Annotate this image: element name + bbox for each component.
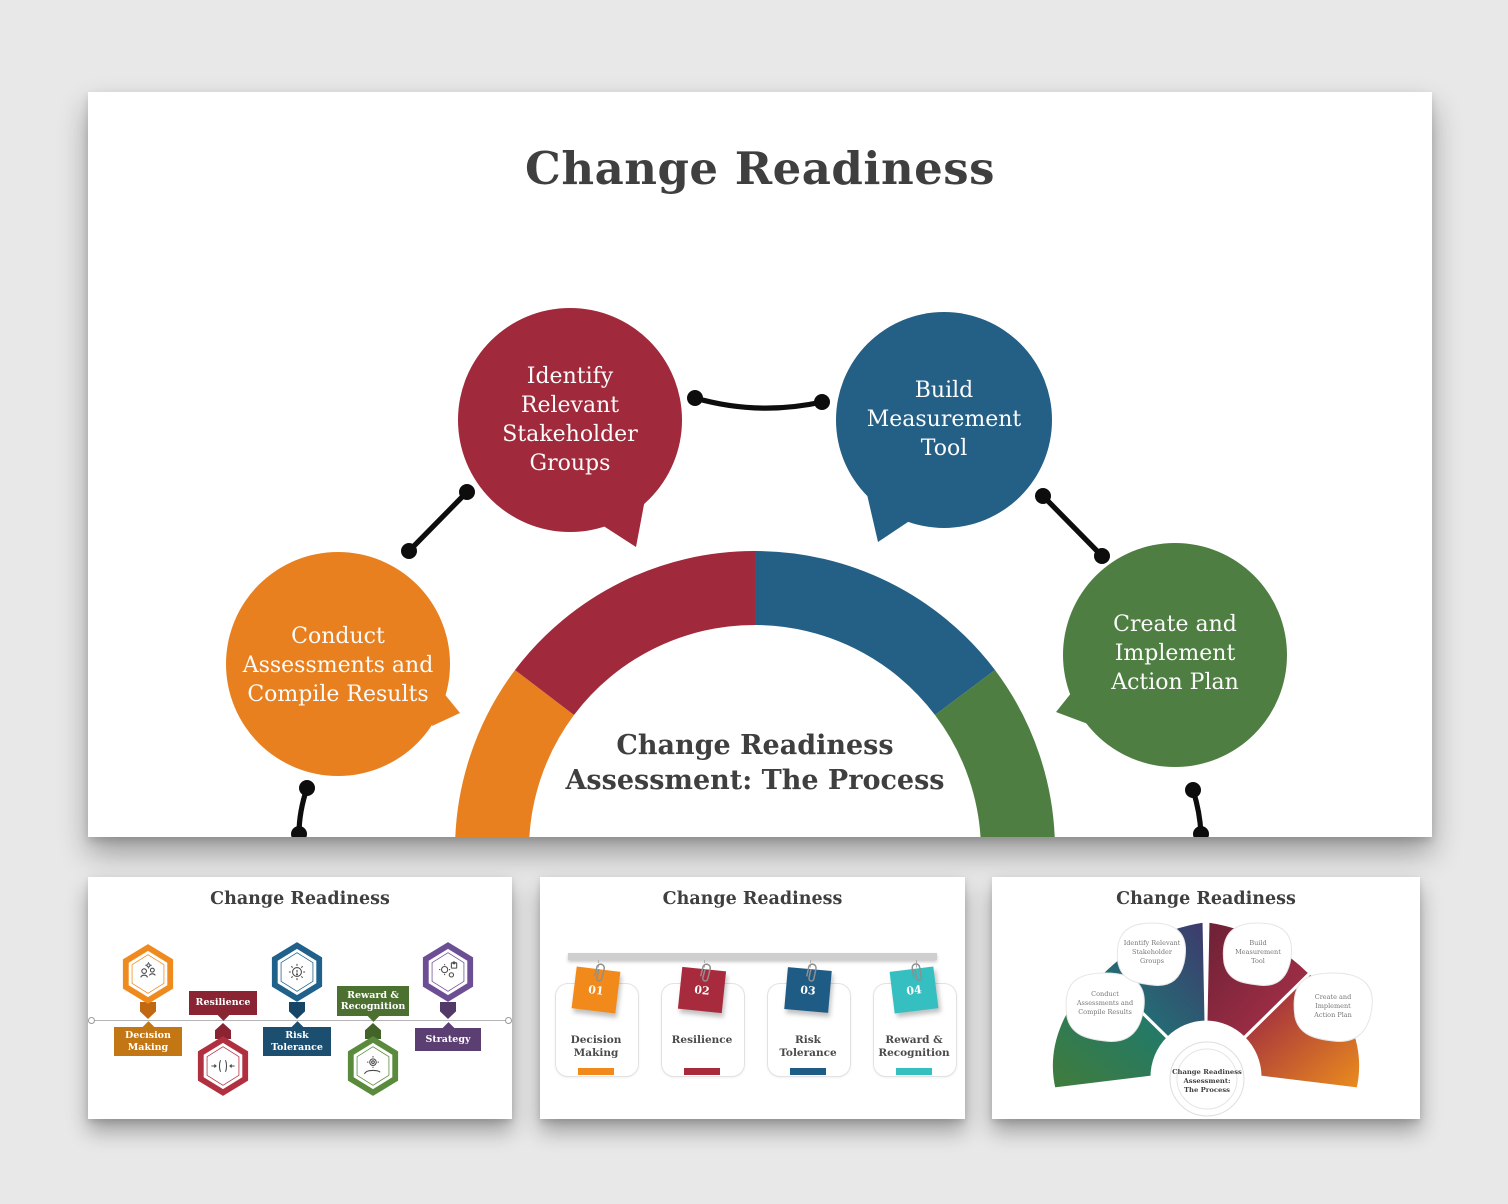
fan-center-circle — [1169, 1041, 1245, 1117]
bubble-assessments-circle — [226, 552, 450, 776]
note-label-decision-making: Decision Making — [570, 1034, 622, 1060]
decision-making-icon — [140, 962, 156, 978]
note-label-reward-recognition: Reward & Recognition — [878, 1034, 950, 1060]
timeline-end-dot — [505, 1017, 512, 1024]
gauge-segment-orange — [455, 670, 574, 837]
bubble-label-assessments: Conduct Assessments and Compile Results — [242, 624, 434, 708]
label-text: Risk Tolerance — [271, 1030, 323, 1053]
fan-label-measurement: Build Measurement Tool — [1235, 939, 1281, 965]
blob-measurement — [1222, 922, 1292, 986]
bubble-label-stakeholders: Identify Relevant Stakeholder Groups — [502, 364, 638, 477]
risk-tolerance-icon — [288, 963, 306, 981]
gradient-fan-diagram — [1049, 919, 1373, 1117]
gauge-segment-maroon — [515, 550, 755, 715]
box-notch — [216, 1008, 230, 1021]
fan-label-action-plan: Create and Implement Action Plan — [1314, 993, 1352, 1019]
main-slide-title: Change Readiness — [525, 142, 995, 195]
main-slide: Change Readiness — [88, 92, 1432, 837]
label-box-decision-making: Decision Making — [114, 1021, 182, 1056]
fan-label-stakeholders: Identify Relevant Stakeholder Groups — [1123, 939, 1181, 965]
hexagon-green — [347, 1036, 399, 1096]
thumb1-title: Change Readiness — [210, 889, 390, 909]
note-card-3 — [767, 983, 851, 1077]
paperclip-icon — [805, 963, 817, 982]
hexagon-maroon — [197, 1036, 249, 1096]
card-accent-bar — [578, 1068, 614, 1075]
resilience-icon — [211, 1059, 235, 1073]
timeline-line — [93, 1020, 507, 1021]
paperclip-icon — [911, 963, 923, 982]
card-accent-bar — [896, 1068, 932, 1075]
hexagon-purple — [422, 942, 474, 1002]
reward-recognition-icon — [363, 1056, 381, 1075]
connector-stakeholders-measurement — [692, 395, 825, 411]
fan-label-assessments: Conduct Assessments and Compile Results — [1076, 990, 1134, 1016]
label-text: Resilience — [195, 997, 251, 1009]
connector-end-dots — [291, 390, 1209, 837]
label-text: Decision Making — [125, 1030, 171, 1053]
thumb2-title: Change Readiness — [662, 889, 843, 909]
label-text: Reward & Recognition — [340, 989, 406, 1012]
bubble-stakeholders — [458, 308, 682, 547]
hex-tab — [140, 1002, 156, 1019]
hanging-bar — [568, 953, 937, 960]
process-diagram — [226, 308, 1287, 837]
paperclip-icon — [699, 963, 711, 982]
thumbnail-notes-slide[interactable]: Change Readiness 01 02 03 04 Decision Ma… — [540, 877, 965, 1119]
label-box-strategy: Strategy — [415, 1022, 481, 1051]
card-accent-bar — [684, 1068, 720, 1075]
connector-measurement-actionplan — [1040, 493, 1105, 559]
blob-action-plan — [1293, 972, 1373, 1042]
bubble-measurement-circle — [836, 312, 1052, 528]
timeline-start-dot — [88, 1017, 95, 1024]
gauge-segment-green — [935, 670, 1055, 837]
connector-assessments-stakeholders — [406, 489, 470, 554]
bubble-action-plan-circle — [1063, 543, 1287, 767]
hexagon-blue — [271, 942, 323, 1002]
label-text: Strategy — [425, 1033, 471, 1045]
label-box-resilience: Resilience — [189, 991, 257, 1021]
strategy-icon — [439, 961, 458, 978]
gauge-center-label: Change Readiness Assessment: The Process — [565, 730, 945, 797]
hex-tab — [215, 1023, 231, 1039]
note-label-risk-tolerance: Risk Tolerance — [779, 1034, 837, 1060]
bubble-assessments — [226, 552, 460, 776]
hex-tab — [365, 1023, 381, 1039]
note-label-resilience: Resilience — [671, 1034, 733, 1046]
thumb3-title: Change Readiness — [1116, 889, 1296, 909]
thumbnail-hexagon-slide[interactable]: Change Readiness Decision Making — [88, 877, 512, 1119]
bubble-label-action-plan: Create and Implement Action Plan — [1111, 612, 1239, 696]
hex-tab — [289, 1002, 305, 1019]
fan-label-blobs — [1065, 922, 1373, 1042]
label-box-risk-tolerance: Risk Tolerance — [263, 1021, 331, 1056]
blob-assessments — [1065, 972, 1145, 1042]
gauge-segment-blue — [755, 550, 995, 715]
hex-tab — [440, 1002, 456, 1019]
thumbnail-fan-slide[interactable]: Change Readiness — [992, 877, 1420, 1119]
fan-center-ring — [1176, 1048, 1238, 1110]
hexagon-orange — [122, 944, 174, 1004]
bubble-action-plan — [1056, 543, 1287, 767]
bubble-stakeholders-circle — [458, 308, 682, 532]
fan-center-label: Change Readiness Assessment: The Process — [1172, 1068, 1242, 1095]
label-box-reward-recognition: Reward & Recognition — [337, 986, 409, 1022]
paperclip-icon — [593, 963, 605, 982]
bubble-measurement — [836, 312, 1052, 542]
card-accent-bar — [790, 1068, 826, 1075]
bubble-label-measurement: Build Measurement Tool — [866, 378, 1022, 462]
blob-stakeholders — [1116, 922, 1186, 986]
